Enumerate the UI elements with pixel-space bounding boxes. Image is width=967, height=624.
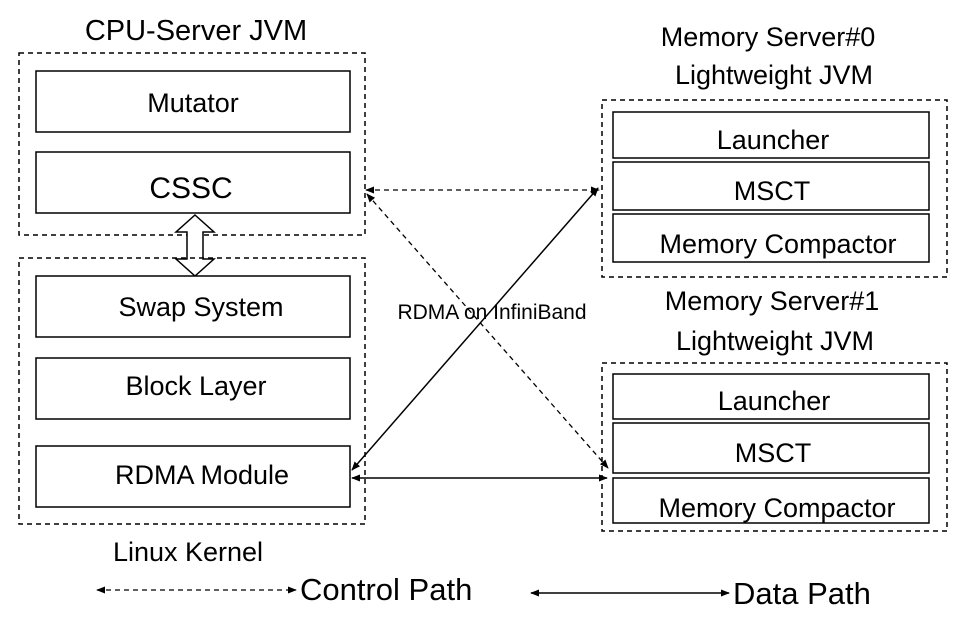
ms0-title-line1: Memory Server#0 xyxy=(661,22,876,52)
ms1-title-line2: Lightweight JVM xyxy=(676,326,874,356)
ms1-msct-box xyxy=(612,422,930,474)
legend-control-path-label: Control Path xyxy=(300,572,472,607)
rdma-module-box xyxy=(35,445,351,508)
ms1-group xyxy=(601,362,948,532)
control-path-cssc-ms1 xyxy=(366,193,609,469)
ms1-compactor-box xyxy=(612,477,930,524)
rdma-infiniband-label: RDMA on InfiniBand xyxy=(397,301,586,324)
swap-system-box xyxy=(35,275,351,338)
cpu-server-title: CPU-Server JVM xyxy=(85,15,307,47)
block-layer-box xyxy=(35,357,351,420)
rdma-module-label: RDMA Module xyxy=(115,460,289,490)
ms0-compactor-box xyxy=(612,213,930,263)
linux-kernel-label: Linux Kernel xyxy=(113,537,263,567)
swap-system-label: Swap System xyxy=(118,292,283,322)
ms0-title-line2: Lightweight JVM xyxy=(675,60,873,90)
ms1-launcher-box xyxy=(612,373,930,420)
cssc-label: CSSC xyxy=(149,172,232,205)
ms0-msct-box xyxy=(612,161,930,211)
ms0-compactor-label: Memory Compactor xyxy=(659,229,896,259)
ms1-launcher-label: Launcher xyxy=(718,386,831,416)
ms1-msct-label: MSCT xyxy=(735,438,812,468)
mutator-label: Mutator xyxy=(147,88,239,118)
mutator-box xyxy=(35,70,351,133)
ms0-launcher-label: Launcher xyxy=(717,125,830,155)
block-layer-label: Block Layer xyxy=(125,371,266,401)
cssc-swap-double-arrow xyxy=(174,213,216,278)
cpu-server-group xyxy=(18,52,366,236)
legend-data-path-label: Data Path xyxy=(733,576,871,611)
ms1-compactor-label: Memory Compactor xyxy=(658,493,895,523)
ms0-group xyxy=(601,99,948,278)
data-path-rdma-ms0 xyxy=(351,187,599,471)
ms0-launcher-box xyxy=(612,111,930,159)
ms1-title-line1: Memory Server#1 xyxy=(665,286,880,316)
ms0-msct-label: MSCT xyxy=(734,176,811,206)
cssc-box xyxy=(35,151,351,214)
